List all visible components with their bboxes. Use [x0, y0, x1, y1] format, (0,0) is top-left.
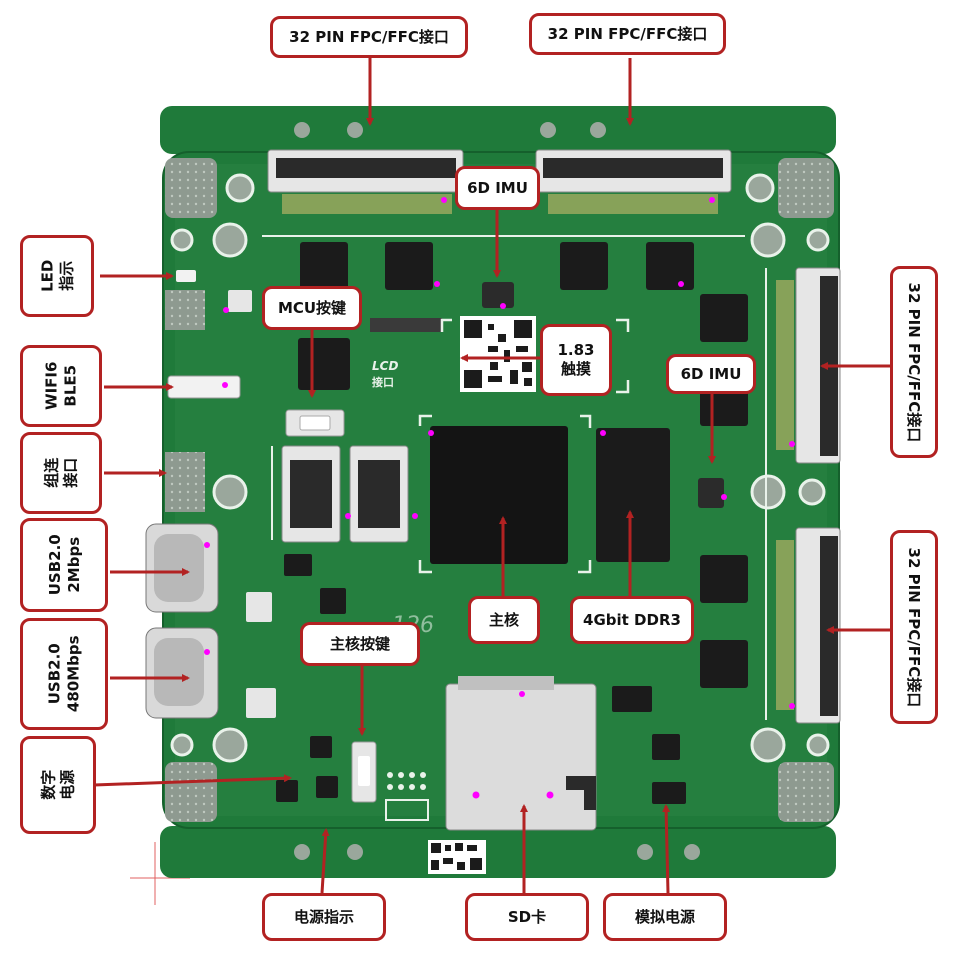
label-fpc-top-right-text: 32 PIN FPC/FFC接口 [547, 24, 708, 43]
label-usb-2mbps: USB2.0 2Mbps [20, 518, 108, 612]
label-fpc-right-bottom-text: 32 PIN FPC/FFC接口 [905, 547, 924, 707]
memory-chips-right [700, 294, 748, 688]
label-digital-power-line1: 数字 [39, 769, 58, 801]
label-group-line1: 组连 [42, 457, 61, 489]
main-core-chip [430, 426, 568, 564]
label-led-line1: LED [38, 259, 57, 293]
label-imu-top-text: 6D IMU [467, 178, 528, 197]
label-wifi: WIFI6 BLE5 [20, 345, 102, 427]
label-fpc-right-bottom: 32 PIN FPC/FFC接口 [890, 530, 938, 724]
label-fpc-right-top-text: 32 PIN FPC/FFC接口 [905, 282, 924, 442]
label-digital-power-line2: 电源 [57, 769, 76, 801]
label-usb480-line1: USB2.0 [45, 643, 64, 705]
mcu-chip [298, 338, 350, 390]
label-fpc-top-left: 32 PIN FPC/FFC接口 [270, 16, 468, 58]
usb-2mbps-port [145, 523, 219, 613]
label-fpc-top-right: 32 PIN FPC/FFC接口 [529, 13, 726, 55]
label-power-indicator: 电源指示 [262, 893, 386, 941]
label-digital-power: 数字 电源 [20, 736, 96, 834]
callout-arrows [93, 58, 890, 894]
label-main-core-text: 主核 [488, 610, 519, 629]
label-usb-480mbps: USB2.0 480Mbps [20, 618, 108, 730]
label-mcu-key: MCU按键 [262, 286, 362, 330]
label-fpc-top-left-text: 32 PIN FPC/FFC接口 [289, 27, 449, 46]
label-touch-line1: 1.83 [557, 341, 595, 360]
label-usb480-line2: 480Mbps [63, 635, 82, 713]
label-wifi-line1: WIFI6 [42, 361, 61, 411]
label-sd-card: SD卡 [465, 893, 589, 941]
label-ddr3-text: 4Gbit DDR3 [583, 610, 681, 629]
lcd-port-silkscreen: 接口 [372, 375, 394, 389]
label-analog-power: 模拟电源 [603, 893, 727, 941]
qr-code [460, 316, 536, 392]
ddr3-chip [596, 428, 670, 562]
label-wifi-line2: BLE5 [61, 365, 79, 407]
fpc-connector-right-bottom [776, 527, 841, 724]
bottom-qr-code [428, 840, 486, 874]
label-mcu-key-text: MCU按键 [277, 298, 347, 317]
label-led-line2: 指示 [56, 260, 75, 292]
label-imu-right: 6D IMU [666, 354, 756, 394]
label-imu-top: 6D IMU [455, 166, 540, 210]
lcd-silkscreen: LCD [372, 359, 398, 373]
board-to-board-connectors [281, 445, 409, 543]
label-fpc-right-top: 32 PIN FPC/FFC接口 [890, 266, 938, 458]
wifi-antenna [167, 375, 241, 399]
label-group-line2: 接口 [60, 457, 79, 489]
label-imu-right-text: 6D IMU [680, 364, 742, 383]
fpc-connector-top-left [267, 149, 464, 214]
usb-480mbps-port [145, 627, 219, 719]
label-power-indicator-text: 电源指示 [293, 907, 354, 926]
memory-chips-top [300, 242, 694, 290]
fpc-connector-right-top [776, 267, 841, 464]
label-main-core: 主核 [468, 596, 540, 644]
fpc-connector-top-right [535, 149, 732, 214]
label-analog-power-text: 模拟电源 [634, 907, 695, 926]
mounting-holes [170, 173, 830, 763]
label-usb2m-line1: USB2.0 [45, 534, 64, 596]
label-led: LED 指示 [20, 235, 94, 317]
label-main-key-text: 主核按键 [329, 634, 390, 653]
label-group-port: 组连 接口 [20, 432, 102, 514]
label-touch: 1.83 触摸 [540, 324, 612, 396]
label-touch-line2: 触摸 [560, 360, 591, 378]
top-rail [160, 106, 836, 154]
sd-card-slot [445, 676, 597, 831]
label-sd-card-text: SD卡 [507, 907, 547, 926]
label-ddr3: 4Gbit DDR3 [570, 596, 694, 644]
label-main-key: 主核按键 [300, 622, 420, 666]
imu-chip-top [482, 282, 514, 308]
bottom-rail [160, 826, 836, 878]
imu-chip-right [698, 478, 724, 508]
led [176, 270, 196, 282]
label-usb2m-line2: 2Mbps [64, 537, 82, 593]
